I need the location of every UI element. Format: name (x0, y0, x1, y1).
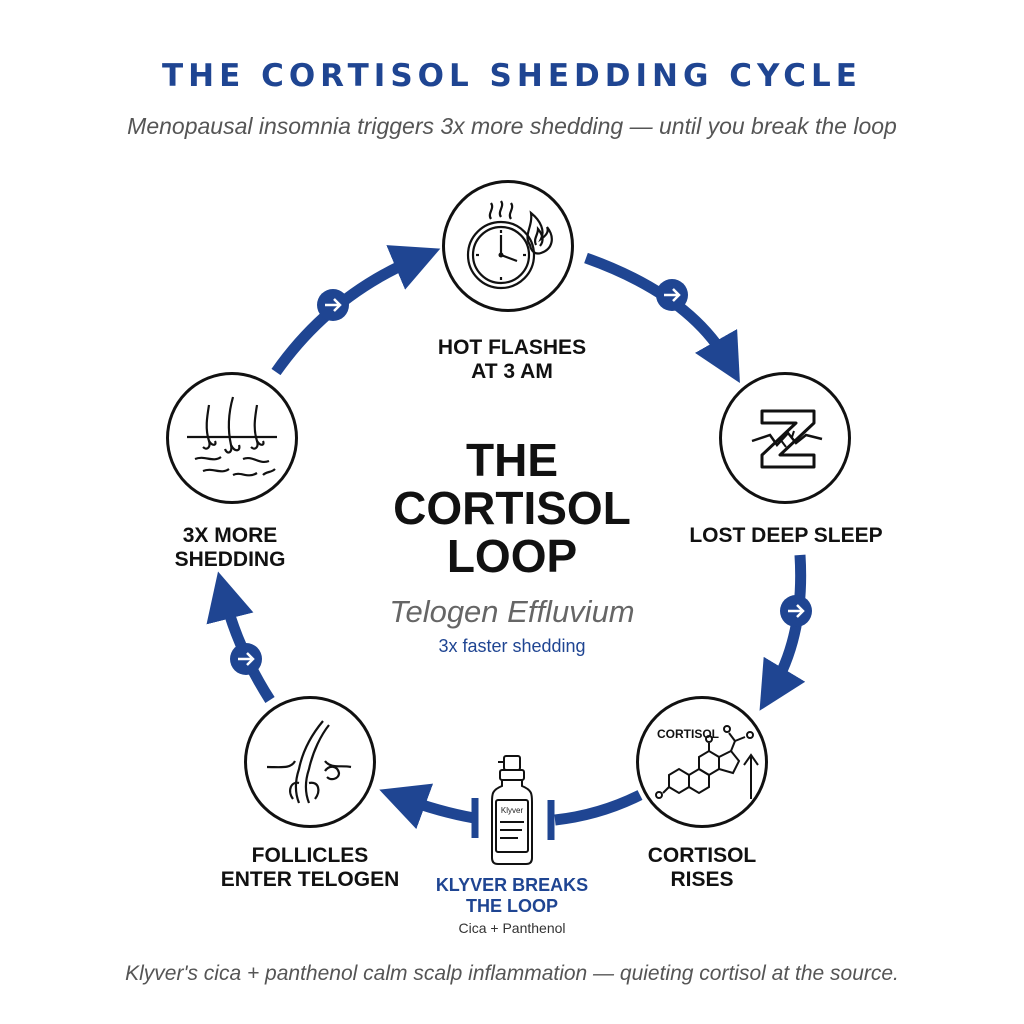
stage-node-hot-flashes (442, 180, 574, 312)
breaker-label-line: KLYVER BREAKS (435, 875, 589, 895)
product-bottle: Klyver (482, 752, 542, 868)
arrow-shedding-to-hot-flashes (271, 245, 441, 376)
stage-label-hot-flashes: HOT FLASHES AT 3 AM (412, 336, 612, 384)
stage-label-line: ENTER TELOGEN (220, 868, 400, 891)
center-note: 3x faster shedding (438, 636, 586, 656)
page-title: THE CORTISOL SHEDDING CYCLE (162, 58, 862, 94)
stage-label-line: RISES (670, 868, 734, 891)
stage-label-cortisol: CORTISOL RISES (602, 844, 802, 892)
stage-label-line: LOST DEEP SLEEP (689, 524, 883, 547)
breaker-note: Cica + Panthenol (458, 920, 566, 936)
center-title-line: LOOP (446, 530, 578, 582)
stage-node-lost-sleep (719, 372, 851, 504)
shedding-hair-icon (187, 396, 277, 477)
steroid-molecule-icon (655, 725, 759, 799)
center-title: THE CORTISOL LOOP (312, 436, 712, 580)
arrow-lost-sleep-to-cortisol (759, 554, 807, 711)
center-subtitle: Telogen Effluvium (389, 594, 635, 629)
stage-label-line: AT 3 AM (471, 360, 553, 383)
stage-label-shedding: 3X MORE SHEDDING (130, 524, 330, 572)
arrow-badge-left (230, 643, 262, 675)
stage-label-follicles: FOLLICLES ENTER TELOGEN (190, 844, 430, 892)
arrow-cortisol-to-breaker (554, 790, 643, 826)
stage-label-line: FOLLICLES (251, 844, 369, 867)
footer-note: Klyver's cica + panthenol calm scalp inf… (125, 962, 899, 985)
stage-label-line: 3X MORE (182, 524, 278, 547)
stage-label-line: HOT FLASHES (437, 336, 587, 359)
molecule-label: CORTISOL (657, 727, 719, 741)
product-label: Klyver (500, 806, 524, 815)
stage-node-cortisol: CORTISOL (636, 696, 768, 828)
clock-flame-icon (466, 200, 553, 290)
spray-bottle-icon (491, 755, 533, 865)
arrow-badge-top-left (317, 289, 349, 321)
center-title-line: CORTISOL (393, 482, 631, 534)
hair-follicle-icon (266, 720, 352, 804)
broken-z-icon (751, 409, 823, 469)
page-subtitle: Menopausal insomnia triggers 3x more she… (127, 113, 897, 139)
arrow-badge-right (780, 595, 812, 627)
stage-node-follicles (244, 696, 376, 828)
arrow-breaker-to-follicles (379, 783, 475, 830)
stage-label-line: SHEDDING (174, 548, 286, 571)
center-title-line: THE (466, 434, 558, 486)
stage-label-line: CORTISOL (647, 844, 757, 867)
breaker-label: KLYVER BREAKS THE LOOP (412, 875, 612, 917)
arrow-badge-top-right (656, 279, 688, 311)
stage-label-lost-sleep: LOST DEEP SLEEP (676, 524, 896, 548)
stage-node-shedding (166, 372, 298, 504)
breaker-label-line: THE LOOP (465, 896, 558, 916)
